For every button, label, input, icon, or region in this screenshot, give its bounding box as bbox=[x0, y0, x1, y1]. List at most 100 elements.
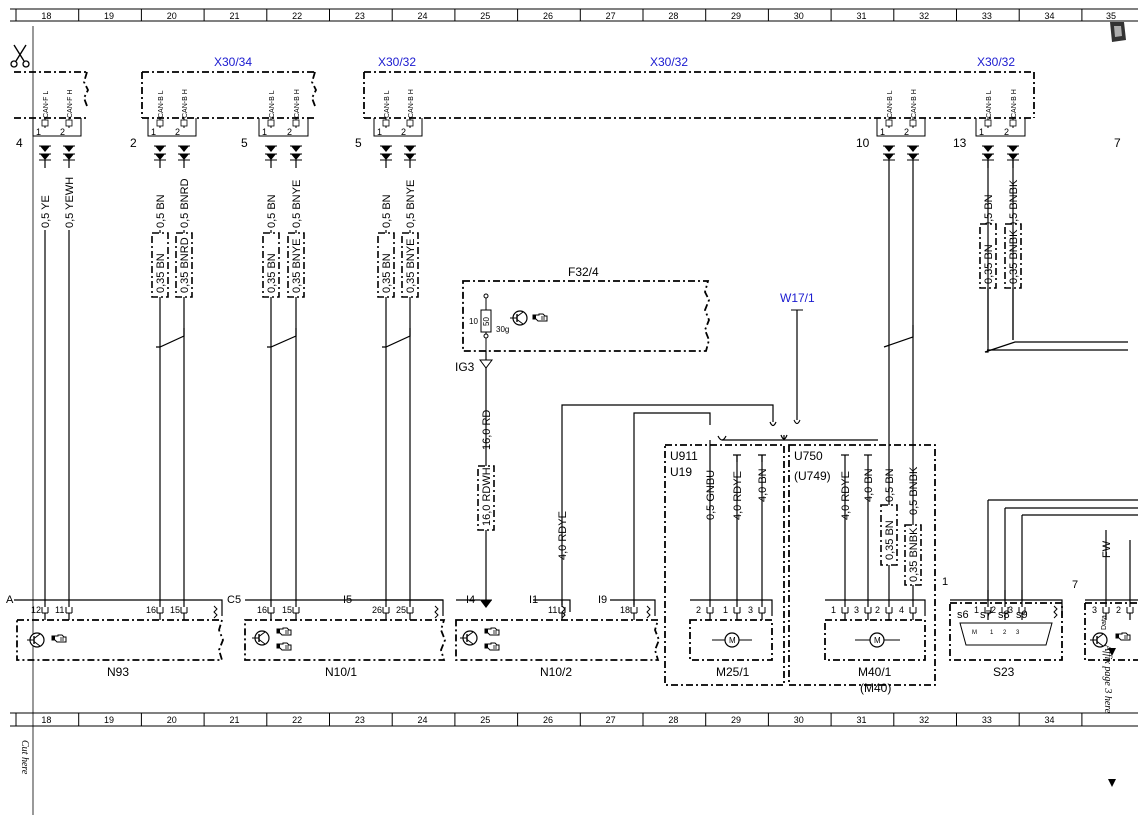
transistor-icon bbox=[251, 630, 270, 646]
s23-inner-1: 1 bbox=[990, 630, 994, 636]
splice-sleeve bbox=[262, 232, 280, 298]
pin-number: 1 bbox=[880, 127, 885, 137]
wire-label-bg bbox=[179, 168, 189, 230]
w17-1-label: W17/1 bbox=[780, 291, 815, 305]
pin-number: 1 bbox=[723, 605, 728, 615]
transistor-icon bbox=[26, 632, 45, 648]
pin-number: 3 bbox=[1008, 605, 1013, 615]
s23-inner-2: 2 bbox=[1003, 630, 1007, 636]
pin-number: 11 bbox=[548, 605, 557, 615]
variant-u750-label: U750 bbox=[794, 449, 823, 463]
wires-right-edge bbox=[984, 160, 1138, 600]
wire-gnbu: 0,5 GNBU bbox=[705, 470, 717, 520]
pin-contact bbox=[267, 119, 275, 127]
component-n10-2: N10/2 bbox=[455, 619, 660, 679]
wire-rdye-m40: 4,0 RDYE bbox=[840, 471, 852, 520]
connector-arrow-icon bbox=[379, 145, 393, 161]
component-n10-2-label: N10/2 bbox=[540, 665, 572, 679]
splice-label: 0,35 BN bbox=[983, 244, 995, 284]
wire-bn-m40: 4,0 BN bbox=[863, 468, 875, 502]
pin-contact bbox=[382, 606, 390, 614]
pin-contact bbox=[909, 119, 917, 127]
connector-x30-34-label: X30/34 bbox=[214, 55, 252, 69]
edge-ref-right: 7 bbox=[1114, 136, 1121, 150]
transistor-icon bbox=[1089, 632, 1108, 648]
pin-contact bbox=[156, 606, 164, 614]
wire-label: 0,5 BNYE bbox=[291, 180, 303, 228]
plug-right-label: 7 bbox=[1072, 579, 1078, 591]
hand-pointer-icon bbox=[484, 642, 500, 651]
connector-x30-32-label-mid: X30/32 bbox=[650, 55, 688, 69]
pin-number: 4 bbox=[899, 605, 904, 615]
wire-rdye-n102: 4,0 RDYE bbox=[557, 511, 569, 560]
connector-ref: 13 bbox=[953, 136, 967, 150]
wires-m25-m40 bbox=[709, 440, 872, 600]
transistor-icon bbox=[509, 310, 528, 326]
pin-number: 1 bbox=[974, 605, 979, 615]
connector-ref: 10 bbox=[856, 136, 870, 150]
ruler-label-bottom: 30 bbox=[794, 715, 804, 725]
can-pin-name: CAN-F L bbox=[43, 91, 50, 118]
wire-16rd-label: 16,0 RD bbox=[481, 410, 493, 450]
pin-contact bbox=[180, 606, 188, 614]
splice-sleeve bbox=[175, 232, 193, 298]
pin-contact bbox=[406, 606, 414, 614]
can-pin-name: CAN-B H bbox=[911, 89, 918, 118]
pin-contact bbox=[406, 119, 414, 127]
pin-contact bbox=[758, 606, 766, 614]
fuse-box-f32-4: F32/4 50 10 30g bbox=[462, 265, 710, 352]
can-pin-name: CAN-B H bbox=[408, 89, 415, 118]
plug-i4-label: I4 bbox=[466, 594, 475, 606]
pin-number: 11 bbox=[55, 605, 64, 615]
pin-contact bbox=[909, 606, 917, 614]
ruler-label-edge: 35 bbox=[1106, 11, 1116, 21]
motor-icon bbox=[869, 632, 885, 648]
pin-contact bbox=[156, 119, 164, 127]
pin-number: 3 bbox=[854, 605, 859, 615]
can-pin-name: CAN-B H bbox=[182, 89, 189, 118]
ruler-labels: 1818191920202121222223232424252526262727… bbox=[41, 11, 1116, 725]
pin-contact bbox=[841, 606, 849, 614]
twist-mark bbox=[267, 328, 297, 348]
pin-contact bbox=[706, 606, 714, 614]
ruler-label-top: 24 bbox=[418, 11, 428, 21]
affix-page-label: Affix page 3 here bbox=[1102, 644, 1113, 714]
connector-arrow-icon bbox=[906, 145, 920, 161]
ground-w17-1: W17/1 bbox=[780, 291, 815, 424]
ruler-label-bottom: 29 bbox=[731, 715, 741, 725]
page-corner-icon bbox=[1110, 22, 1126, 42]
pin-contact bbox=[984, 119, 992, 127]
grid-ruler-bottom bbox=[10, 712, 1138, 727]
hand-pointer-icon bbox=[532, 313, 548, 322]
wires-bn-bnbk bbox=[880, 160, 922, 600]
wire-label: 0,5 BN bbox=[381, 194, 393, 228]
plug-strips bbox=[14, 599, 1138, 616]
plug-s23-label: 1 bbox=[942, 576, 948, 588]
ruler-label-bottom: 19 bbox=[104, 715, 114, 725]
lower-wire-stubs bbox=[561, 590, 1023, 605]
pin-frame bbox=[32, 118, 82, 137]
pin-number: 26 bbox=[372, 605, 382, 615]
component-m40-1: M M40/1 (M40) bbox=[824, 619, 926, 695]
pin-number: 2 bbox=[904, 127, 909, 137]
connector-box-x30-32-wide bbox=[363, 71, 1035, 119]
splice-sleeve bbox=[151, 232, 169, 298]
pin-number: 2 bbox=[991, 605, 996, 615]
wire-label-bg bbox=[40, 168, 50, 230]
component-n93: N93 bbox=[16, 619, 224, 679]
pin-contact bbox=[630, 606, 638, 614]
splice-sleeve bbox=[287, 232, 305, 298]
plug-c5-label: C5 bbox=[227, 594, 241, 606]
variant-u19-label: U19 bbox=[670, 465, 692, 479]
hand-pointer-icon bbox=[276, 642, 292, 651]
plug-i9-label: I9 bbox=[598, 594, 607, 606]
pin-number: 25 bbox=[396, 605, 406, 615]
splice-bn-035: 0,35 BN bbox=[884, 520, 896, 560]
pin-number: 18 bbox=[620, 605, 630, 615]
pin-contact bbox=[267, 606, 275, 614]
component-s23-label: S23 bbox=[993, 665, 1015, 679]
component-n10-1-label: N10/1 bbox=[325, 665, 357, 679]
